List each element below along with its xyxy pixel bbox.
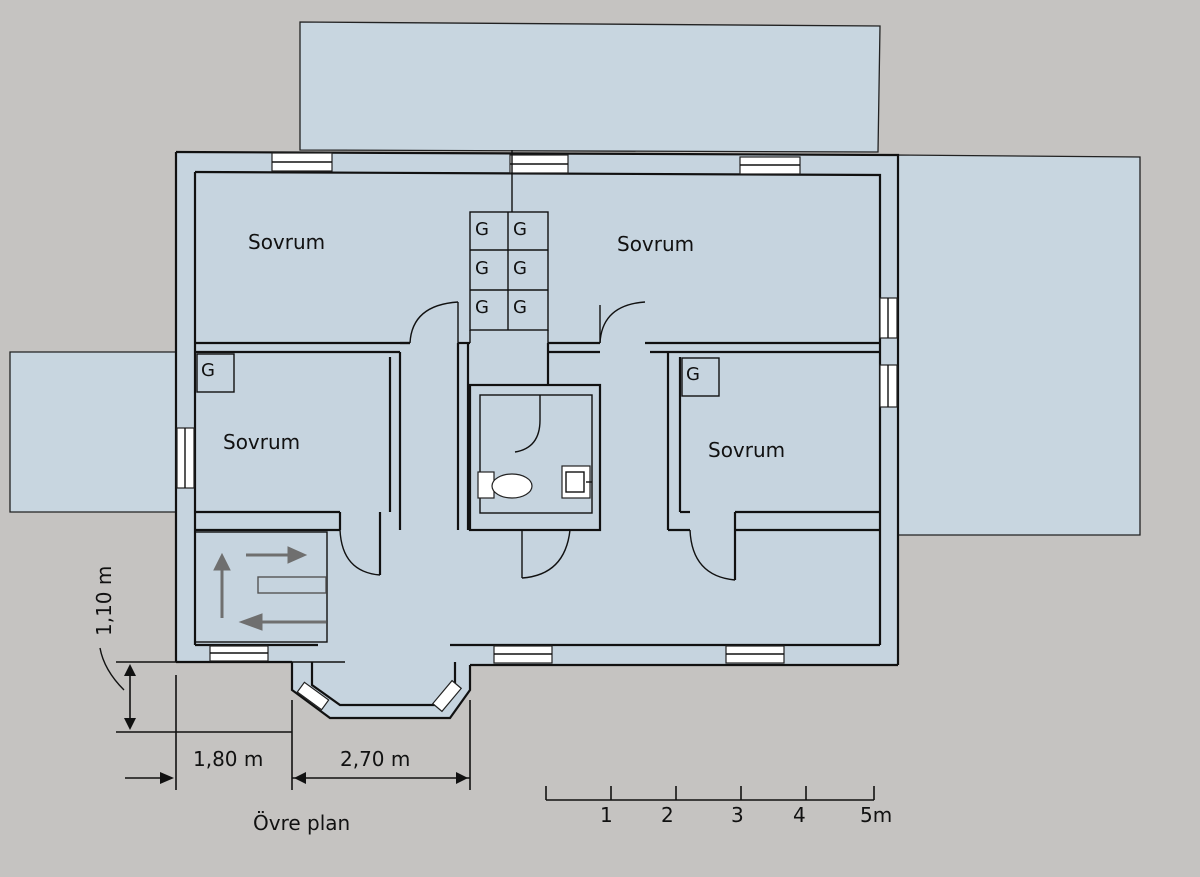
- scale-bar: 1 2 3 4 5m: [545, 786, 892, 827]
- scale-tick-label: 1: [600, 803, 613, 827]
- top-roof-slab: [299, 21, 881, 153]
- cabinet-label: G: [201, 360, 215, 381]
- interior-walls: [194, 150, 880, 643]
- right-roof-slab: [895, 154, 1141, 536]
- cabinet-label: G: [475, 219, 489, 240]
- door-swings: [339, 301, 736, 581]
- cabinet-label: G: [686, 364, 700, 385]
- cabinet-labels: G G G G G G G G: [201, 219, 700, 385]
- dimension-left-label: 1,80 m: [193, 747, 263, 771]
- dimension-bay-label: 2,70 m: [340, 747, 410, 771]
- room-label-top-right: Sovrum: [617, 232, 694, 256]
- room-labels: Sovrum Sovrum Sovrum Sovrum: [223, 230, 785, 462]
- plan-title: Övre plan: [253, 811, 350, 835]
- cabinet-label: G: [475, 258, 489, 279]
- scale-tick-label: 4: [793, 803, 806, 827]
- dimension-lines: [99, 647, 471, 790]
- room-label-top-left: Sovrum: [248, 230, 325, 254]
- wardrobe-cabinets: [196, 211, 720, 397]
- dimension-labels: 1,10 m 1,80 m 2,70 m: [92, 566, 410, 771]
- sink-icon: [561, 465, 592, 499]
- cabinet-label: G: [475, 297, 489, 318]
- cabinet-label: G: [513, 219, 527, 240]
- toilet-icon: [477, 471, 533, 499]
- left-roof-slab: [9, 351, 177, 513]
- scale-tick-label: 5m: [860, 803, 892, 827]
- dimension-height-label: 1,10 m: [92, 566, 116, 636]
- cabinet-label: G: [513, 297, 527, 318]
- room-label-right: Sovrum: [708, 438, 785, 462]
- room-label-left: Sovrum: [223, 430, 300, 454]
- windows: [176, 152, 898, 713]
- cabinet-label: G: [513, 258, 527, 279]
- scale-tick-label: 2: [661, 803, 674, 827]
- scale-tick-label: 3: [731, 803, 744, 827]
- stair-arrows: [213, 546, 327, 631]
